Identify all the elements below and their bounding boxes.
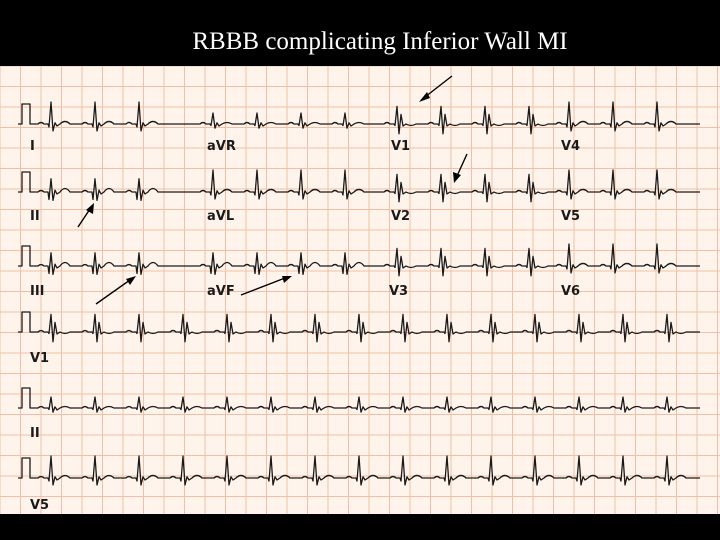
ecg-trace-V1	[380, 105, 552, 135]
lead-label-III: III	[30, 284, 45, 299]
rhythm-label-II: II	[30, 426, 40, 441]
ecg-trace-aVL	[196, 169, 380, 200]
lead-label-V2: V2	[391, 209, 410, 224]
ecg-trace-I	[18, 101, 196, 132]
lead-label-V5: V5	[561, 209, 580, 224]
ecg-trace-aVF	[196, 252, 380, 276]
ecg-trace-V3	[380, 247, 552, 277]
ecg-trace-V5	[552, 169, 700, 200]
ecg-traces	[18, 101, 700, 486]
ecg-trace-II	[18, 171, 196, 202]
annotation-arrow-ii	[77, 203, 94, 228]
rhythm-label-V5: V5	[30, 498, 49, 513]
lead-label-V4: V4	[561, 139, 580, 154]
ecg-rhythm-trace-V5	[18, 455, 700, 486]
lead-label-V6: V6	[561, 284, 580, 299]
annotation-arrow-v2	[453, 153, 468, 183]
lead-label-I: I	[30, 139, 35, 154]
annotation-arrow-v1	[419, 75, 453, 102]
lead-label-V1: V1	[391, 139, 410, 154]
ecg-paper	[0, 66, 720, 514]
lead-label-II: II	[30, 209, 40, 224]
annotation-arrow-iii	[95, 276, 136, 305]
ecg-rhythm-trace-II	[18, 387, 700, 413]
ecg-grid	[0, 66, 720, 514]
ecg-trace-V4	[552, 101, 700, 132]
lead-label-aVR: aVR	[207, 139, 236, 154]
ecg-trace-V6	[552, 243, 700, 274]
lead-label-V3: V3	[389, 284, 408, 299]
lead-label-aVL: aVL	[207, 209, 234, 224]
ecg-rhythm-trace-V1	[18, 311, 700, 343]
ecg-trace-aVR	[196, 112, 380, 129]
ecg-trace-III	[18, 245, 196, 276]
ecg-strip: I aVR V1 V4 II aVL V2 V5 III aVF V3 V6 V…	[0, 66, 720, 514]
ecg-trace-V2	[380, 173, 552, 203]
lead-label-aVF: aVF	[207, 284, 235, 299]
rhythm-label-V1: V1	[30, 351, 49, 366]
slide-title: RBBB complicating Inferior Wall MI	[192, 28, 568, 55]
annotation-arrow-avf	[240, 276, 292, 296]
